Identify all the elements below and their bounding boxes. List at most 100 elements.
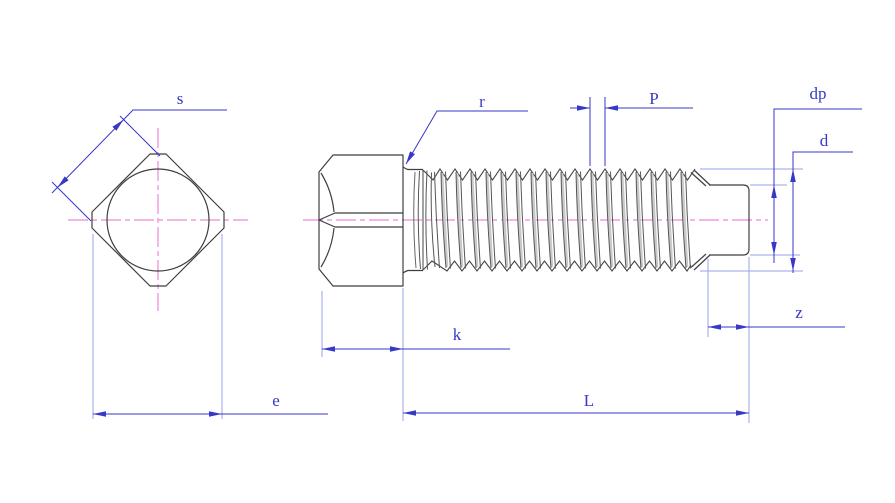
- thread-line: [422, 260, 692, 272]
- label-s: s: [177, 89, 184, 108]
- thread-line: [575, 171, 582, 269]
- thread-line: [470, 171, 477, 269]
- arrowhead: [57, 176, 69, 188]
- thread-line: [575, 172, 584, 268]
- head-chamfer-circle: [106, 168, 210, 272]
- thread-line: [470, 172, 479, 268]
- thread-line: [665, 171, 672, 269]
- arrowhead: [322, 346, 335, 352]
- thread-line: [560, 171, 567, 269]
- arrowhead: [771, 185, 777, 198]
- thread-line: [590, 171, 597, 269]
- dim-p-line: [570, 97, 693, 166]
- dog-point: [709, 184, 750, 256]
- thread-line: [565, 171, 571, 269]
- arrowhead: [93, 411, 106, 417]
- thread-line: [580, 171, 586, 269]
- neck-fillet: [402, 166, 423, 274]
- thread-line: [640, 171, 646, 269]
- thread-line: [650, 171, 657, 269]
- thread-line: [500, 172, 509, 268]
- thread-line: [515, 172, 524, 268]
- thread-line: [455, 172, 464, 268]
- arrowhead: [406, 151, 415, 164]
- head-side-outline: [318, 154, 404, 287]
- thread-pattern: [413, 168, 696, 272]
- thread-line: [545, 172, 554, 268]
- thread-line: [625, 171, 631, 269]
- arrowhead: [771, 242, 777, 255]
- thread-line: [530, 172, 539, 268]
- arrowhead: [403, 410, 416, 416]
- thread-line: [680, 171, 687, 269]
- dimension-lines: [51, 97, 862, 415]
- thread-line: [445, 171, 451, 269]
- dim-r-leader: [405, 110, 528, 165]
- thread-line: [535, 171, 541, 269]
- label-r: r: [479, 92, 485, 111]
- thread-line: [440, 172, 449, 268]
- thread-line: [620, 172, 629, 268]
- head-corner-band: [318, 212, 403, 228]
- thread-line: [505, 171, 511, 269]
- arrowhead: [112, 119, 124, 131]
- thread-line: [655, 171, 661, 269]
- thread-line: [685, 171, 691, 269]
- thread-line: [610, 171, 616, 269]
- label-k: k: [453, 325, 462, 344]
- thread-line: [650, 172, 659, 268]
- dim-s-extensions: [51, 115, 161, 222]
- thread-line: [500, 171, 507, 269]
- arrowhead: [736, 324, 749, 330]
- arrowhead: [577, 105, 590, 111]
- label-z: z: [795, 303, 803, 322]
- thread-line: [430, 172, 436, 268]
- thread-line: [635, 172, 644, 268]
- thread-line: [620, 171, 627, 269]
- thread-line: [460, 171, 466, 269]
- thread-line: [422, 168, 696, 181]
- thread-line: [485, 172, 494, 268]
- thread-line: [680, 172, 689, 268]
- label-d: d: [820, 131, 829, 150]
- dim-dp-line: [773, 108, 862, 263]
- dim-d-line: [792, 151, 853, 273]
- thread-line: [434, 171, 440, 269]
- thread-line: [605, 171, 612, 269]
- thread-line: [413, 171, 417, 269]
- label-L: L: [584, 391, 594, 410]
- dim-s-line: [51, 109, 227, 194]
- thread-line: [490, 171, 496, 269]
- thread-line: [595, 171, 601, 269]
- thread-line: [605, 172, 614, 268]
- thread-line: [665, 172, 674, 268]
- head-chamfer-arcs: [320, 172, 335, 268]
- arrowhead: [708, 324, 721, 330]
- thread-line: [425, 170, 428, 270]
- arrowhead: [209, 411, 222, 417]
- thread-line: [670, 171, 676, 269]
- arrowhead: [605, 105, 618, 111]
- square-head-outline: [91, 153, 225, 287]
- arrowhead: [736, 410, 749, 416]
- thread-line: [417, 170, 421, 270]
- thread-line: [560, 172, 569, 268]
- arrowhead: [790, 169, 796, 182]
- thread-line: [455, 171, 462, 269]
- front-view: [68, 128, 248, 311]
- label-p: P: [649, 89, 658, 108]
- extension-lines: [92, 168, 803, 423]
- thread-line: [475, 171, 481, 269]
- thread-line: [440, 171, 447, 269]
- label-dp: dp: [810, 84, 827, 103]
- arrowhead: [390, 346, 403, 352]
- thread-line: [635, 171, 642, 269]
- point-chamfer: [690, 169, 711, 271]
- thread-line: [520, 171, 526, 269]
- thread-line: [485, 171, 492, 269]
- thread-line: [590, 172, 599, 268]
- label-e: e: [272, 391, 280, 410]
- thread-line: [530, 171, 537, 269]
